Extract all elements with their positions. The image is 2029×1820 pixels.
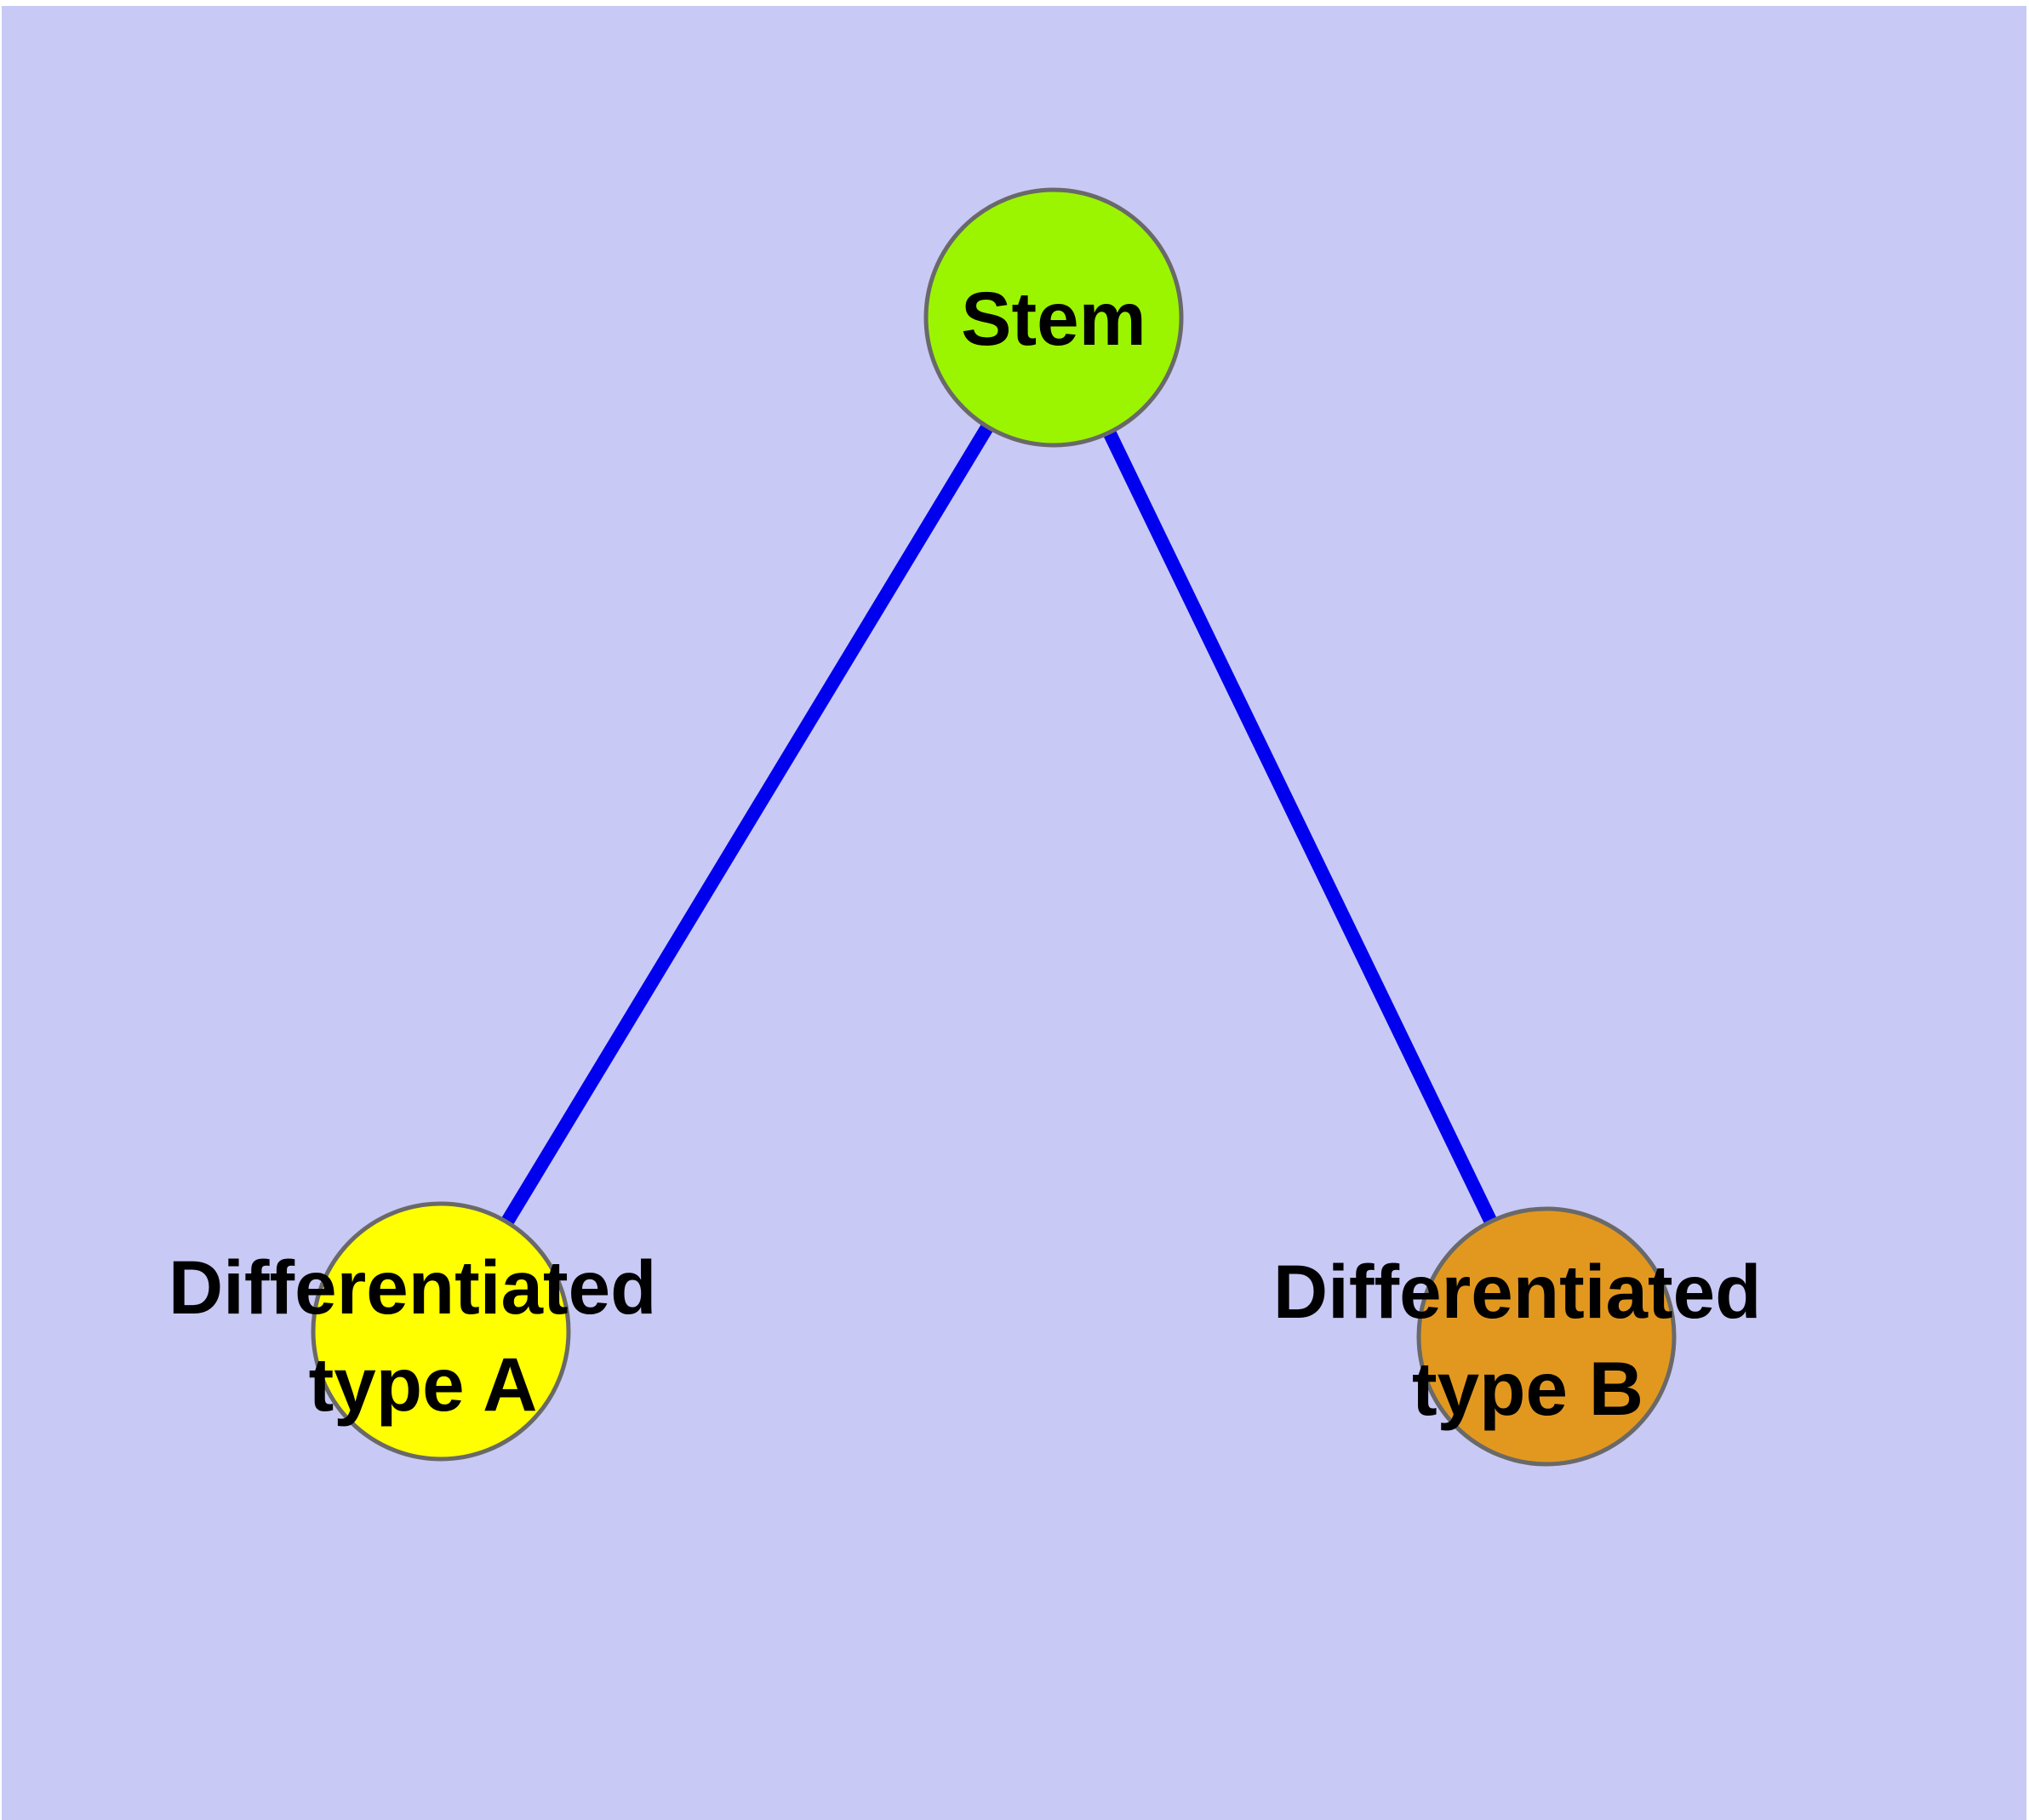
node-differentiated-type-b: Differentiated type B (1273, 1206, 1782, 1467)
edge-stem-to-typeA (435, 313, 1060, 1336)
node-differentiated-type-a: Differentiated type A (169, 1201, 677, 1462)
node-typeB-label: Differentiated type B (1273, 1249, 1782, 1431)
node-typeB-label-line1: Differentiated (1273, 1249, 1762, 1334)
node-stem-circle (923, 187, 1184, 448)
node-typeA-label-line1: Differentiated (169, 1245, 657, 1330)
node-typeA-label: Differentiated type A (169, 1245, 677, 1427)
node-stem-label: Stem (961, 276, 1146, 361)
node-typeA-label-line2: type A (309, 1342, 538, 1427)
node-typeB-label-line2: type B (1412, 1346, 1643, 1431)
node-typeB-circle (1416, 1206, 1677, 1467)
node-typeA-circle (311, 1201, 571, 1462)
edge-stem-to-typeB (1047, 314, 1553, 1340)
node-stem: Stem (923, 187, 1184, 448)
